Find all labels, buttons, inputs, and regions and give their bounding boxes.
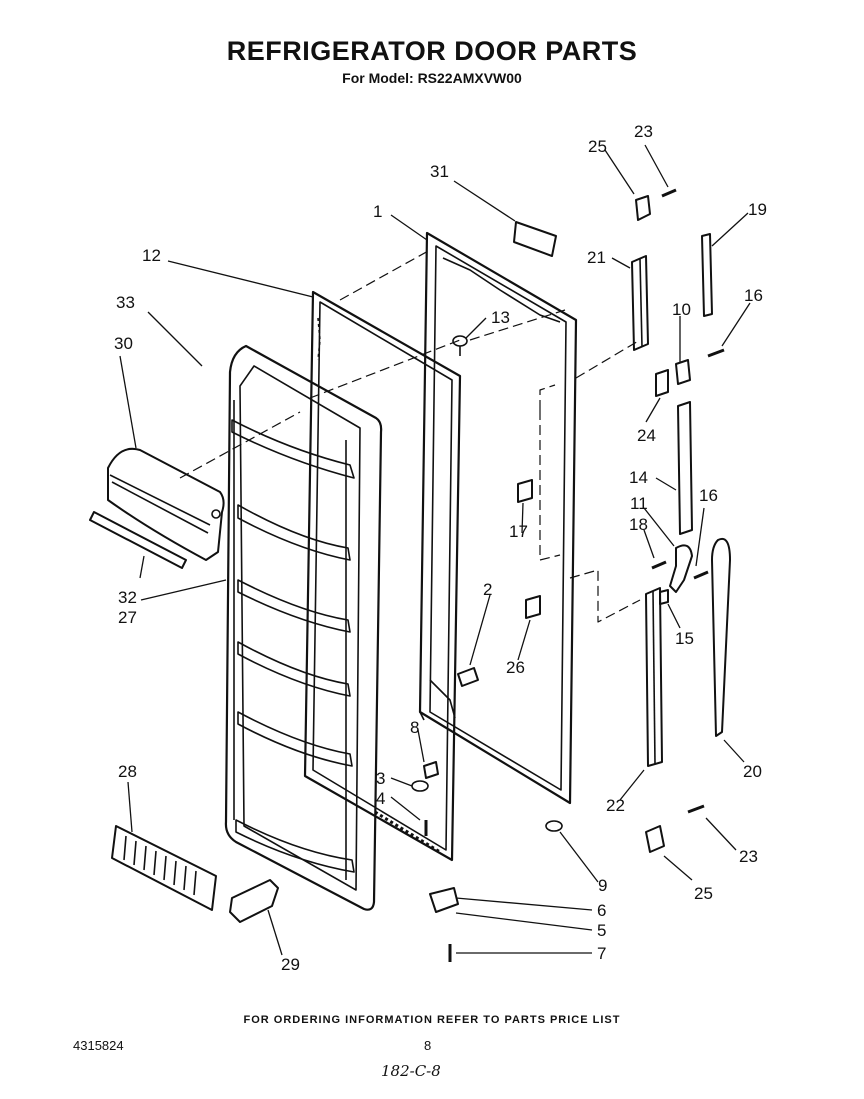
shelf-strip (89, 511, 187, 569)
callout-12: 12 (142, 246, 161, 265)
document-number: 4315824 (73, 1038, 124, 1053)
ordering-note: FOR ORDERING INFORMATION REFER TO PARTS … (243, 1014, 621, 1026)
door-gasket (303, 290, 462, 862)
callout-31: 31 (430, 162, 449, 181)
callout-11: 11 (630, 494, 648, 513)
strip-20 (711, 538, 731, 737)
callout-16-mid: 16 (699, 486, 718, 505)
alignment-lines (179, 249, 641, 623)
clip-25-top (635, 195, 651, 221)
callout-30: 30 (114, 334, 133, 353)
callout-14: 14 (629, 468, 648, 487)
callout-13: 13 (491, 308, 510, 327)
bracket-17 (517, 479, 533, 503)
handwritten-note: 182-C-8 (381, 1062, 441, 1080)
callout-27: 27 (118, 608, 137, 627)
callout-16-top: 16 (744, 286, 763, 305)
door-outer-panel (418, 231, 578, 805)
callout-28: 28 (118, 762, 137, 781)
hinge-cover (229, 879, 279, 923)
screw-13 (452, 335, 468, 356)
callout-29: 29 (281, 955, 300, 974)
model-subtitle: For Model: RS22AMXVW00 (342, 70, 522, 86)
callout-2: 2 (483, 580, 493, 599)
callout-9: 9 (598, 876, 608, 895)
washer-8 (423, 761, 439, 779)
channel-22 (645, 587, 663, 767)
callout-3: 3 (376, 769, 386, 788)
bushing-9 (545, 820, 563, 832)
callout-23-bottom: 23 (739, 847, 758, 866)
callout-20: 20 (743, 762, 762, 781)
page-number: 8 (424, 1038, 432, 1053)
screw-16-top (707, 348, 725, 358)
callout-24: 24 (637, 426, 656, 445)
bracket-24 (655, 369, 669, 397)
bracket-10 (675, 359, 691, 385)
callout-6: 6 (597, 901, 607, 920)
callout-26: 26 (506, 658, 525, 677)
strip-14 (677, 401, 693, 535)
hinge-6 (429, 887, 459, 913)
strip-19 (701, 233, 713, 317)
label (513, 221, 557, 257)
callout-18: 18 (629, 515, 648, 534)
bracket-26 (525, 595, 541, 619)
leader-lines (119, 144, 751, 956)
callout-7: 7 (597, 944, 607, 963)
callout-19: 19 (748, 200, 767, 219)
washer-3 (411, 780, 429, 792)
callout-32: 32 (118, 588, 137, 607)
callout-22: 22 (606, 796, 625, 815)
clip-15 (659, 589, 669, 605)
callout-5: 5 (597, 921, 607, 940)
screw-18 (651, 560, 667, 570)
screw-23-bottom (687, 804, 705, 814)
grille (111, 825, 217, 911)
shelf-bin (107, 447, 225, 561)
callout-21: 21 (587, 248, 606, 267)
callout-10: 10 (672, 300, 691, 319)
clip-25-bottom (645, 825, 665, 853)
door-liner (224, 344, 383, 911)
channel-21 (631, 255, 649, 351)
callout-23-top: 23 (634, 122, 653, 141)
page-title: REFRIGERATOR DOOR PARTS (226, 36, 638, 66)
callout-25-top: 25 (588, 137, 607, 156)
callout-8: 8 (410, 718, 420, 737)
hinge-11 (669, 544, 693, 593)
callout-15: 15 (675, 629, 694, 648)
callout-4: 4 (376, 789, 386, 808)
screw-23-top (661, 188, 677, 198)
callout-1: 1 (373, 202, 383, 221)
callout-17: 17 (509, 522, 528, 541)
bracket-2 (457, 667, 479, 687)
callout-25-bottom: 25 (694, 884, 713, 903)
screw-16-mid (693, 570, 709, 580)
callout-33: 33 (116, 293, 135, 312)
